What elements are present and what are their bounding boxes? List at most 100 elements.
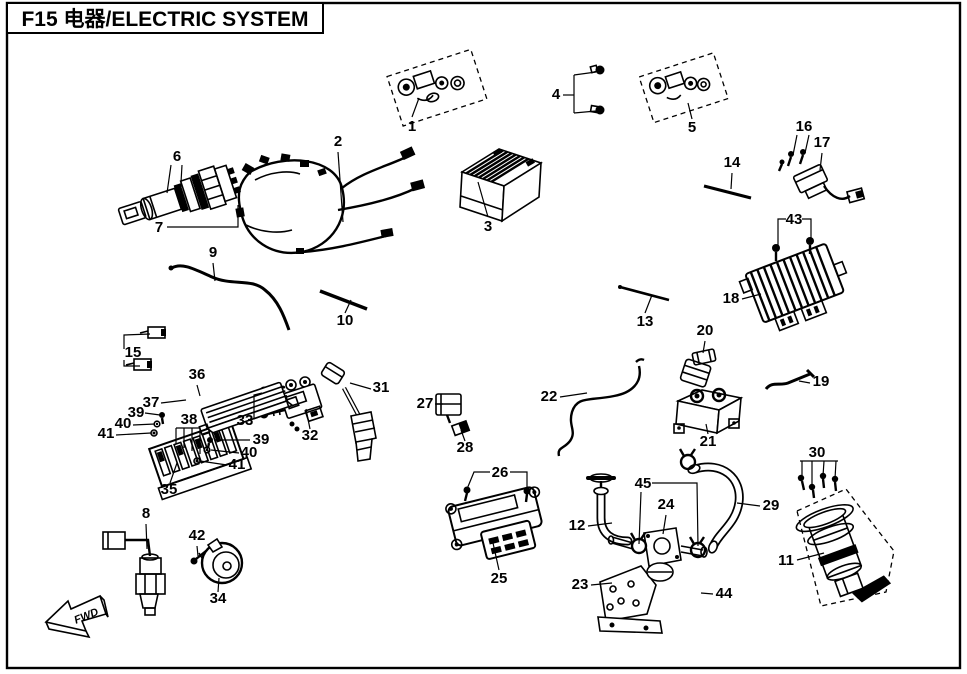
part-10-rod <box>319 289 368 311</box>
part-6-7-ignition-lock <box>117 164 241 226</box>
leader-line-6 <box>166 164 172 194</box>
fwd-arrow: FWD <box>44 594 109 639</box>
leader-line-28 <box>460 429 466 442</box>
part-label-23: 23 <box>572 576 613 593</box>
part-number-17: 17 <box>814 134 831 151</box>
leader-line-6 <box>179 164 183 201</box>
leader-line-40 <box>132 423 156 426</box>
part-1-switch-kit <box>386 48 488 127</box>
part-label-16: 16 <box>792 118 812 156</box>
part-label-31: 31 <box>349 379 390 396</box>
leader-line-30 <box>822 460 825 477</box>
part-number-23: 23 <box>572 576 589 593</box>
part-26-screws <box>463 486 531 503</box>
part-label-2: 2 <box>334 133 344 223</box>
part-31-spark-plug-wire <box>320 361 377 462</box>
leader-line-18 <box>741 293 762 300</box>
part-number-21: 21 <box>700 433 717 450</box>
part-label-22: 22 <box>541 388 588 405</box>
part-11-fuel-pump <box>795 488 895 607</box>
part-8-sensor <box>102 531 166 616</box>
part-number-1: 1 <box>408 118 416 135</box>
part-number-30: 30 <box>809 444 826 461</box>
leader-line-19 <box>798 380 811 384</box>
leader-line-20 <box>702 340 706 354</box>
part-number-5: 5 <box>688 119 696 136</box>
part-label-37: 37 <box>143 394 187 411</box>
leader-line-16 <box>804 134 810 154</box>
part-label-5: 5 <box>687 102 696 136</box>
part-20-cap <box>691 348 717 366</box>
part-16-17-sensor <box>777 149 866 204</box>
part-23-bracket <box>597 565 663 634</box>
leader-line-31 <box>349 382 372 390</box>
part-number-12: 12 <box>569 517 586 534</box>
leader-line-4 <box>573 71 597 76</box>
part-label-38: 38 <box>175 411 201 454</box>
part-label-3: 3 <box>477 181 492 235</box>
leader-line-33 <box>253 392 263 419</box>
part-number-29: 29 <box>763 497 780 514</box>
part-36-cover <box>198 381 300 436</box>
part-number-34: 34 <box>210 590 227 607</box>
part-label-40: 40 <box>115 415 156 432</box>
leader-line-15 <box>123 360 140 367</box>
part-number-11: 11 <box>778 552 794 569</box>
part-number-33: 33 <box>237 412 254 429</box>
part-number-8: 8 <box>142 505 150 522</box>
part-number-36: 36 <box>189 366 206 383</box>
leader-line-43 <box>802 218 812 240</box>
leader-line-33 <box>253 415 263 420</box>
part-label-32: 32 <box>302 408 318 444</box>
leader-line-17 <box>819 152 823 171</box>
part-19-clip <box>764 368 816 391</box>
leader-line-26 <box>510 471 528 490</box>
part-number-7: 7 <box>155 219 163 236</box>
part-number-20: 20 <box>697 322 714 339</box>
part-number-39: 39 <box>128 404 145 421</box>
leader-line-8 <box>145 523 148 550</box>
part-label-8: 8 <box>142 505 150 550</box>
part-label-34: 34 <box>210 577 227 607</box>
part-number-42: 42 <box>189 527 206 544</box>
part-12-hose <box>586 473 633 546</box>
part-label-35: 35 <box>161 462 178 498</box>
part-18-regulator <box>738 243 848 332</box>
part-number-41: 41 <box>98 425 115 442</box>
part-14-rod <box>703 184 752 200</box>
title-block: F15 电器/ELECTRIC SYSTEM <box>6 2 324 34</box>
part-42-bolt <box>190 550 207 565</box>
leader-line-9 <box>212 262 216 282</box>
part-number-41: 41 <box>229 456 246 473</box>
part-number-39: 39 <box>253 431 270 448</box>
leader-line-37 <box>160 399 187 404</box>
leader-line-30 <box>834 460 837 480</box>
leader-line-5 <box>687 102 693 120</box>
part-label-29: 29 <box>736 497 780 514</box>
part-label-28: 28 <box>457 429 473 456</box>
part-number-35: 35 <box>161 481 178 498</box>
leader-line-22 <box>559 392 588 398</box>
part-28-connector <box>450 419 471 437</box>
part-number-37: 37 <box>143 394 160 411</box>
part-label-19: 19 <box>798 373 829 390</box>
leader-line-14 <box>730 172 733 190</box>
part-number-44: 44 <box>716 585 733 602</box>
part-24-valve <box>607 527 708 582</box>
part-29-hose <box>678 448 744 554</box>
part-number-24: 24 <box>658 496 675 513</box>
leader-line-24 <box>662 514 667 535</box>
part-number-25: 25 <box>491 570 508 587</box>
leader-line-12 <box>587 522 613 527</box>
part-label-7: 7 <box>155 205 239 236</box>
part-label-26: 26 <box>466 464 528 490</box>
part-number-14: 14 <box>724 154 741 171</box>
part-number-31: 31 <box>373 379 390 396</box>
part-27-relay <box>435 393 462 424</box>
part-label-39: 39 <box>128 404 161 421</box>
part-number-15: 15 <box>125 344 142 361</box>
part-number-13: 13 <box>637 313 654 330</box>
leader-line-21 <box>705 423 709 435</box>
leader-line-29 <box>736 502 761 507</box>
